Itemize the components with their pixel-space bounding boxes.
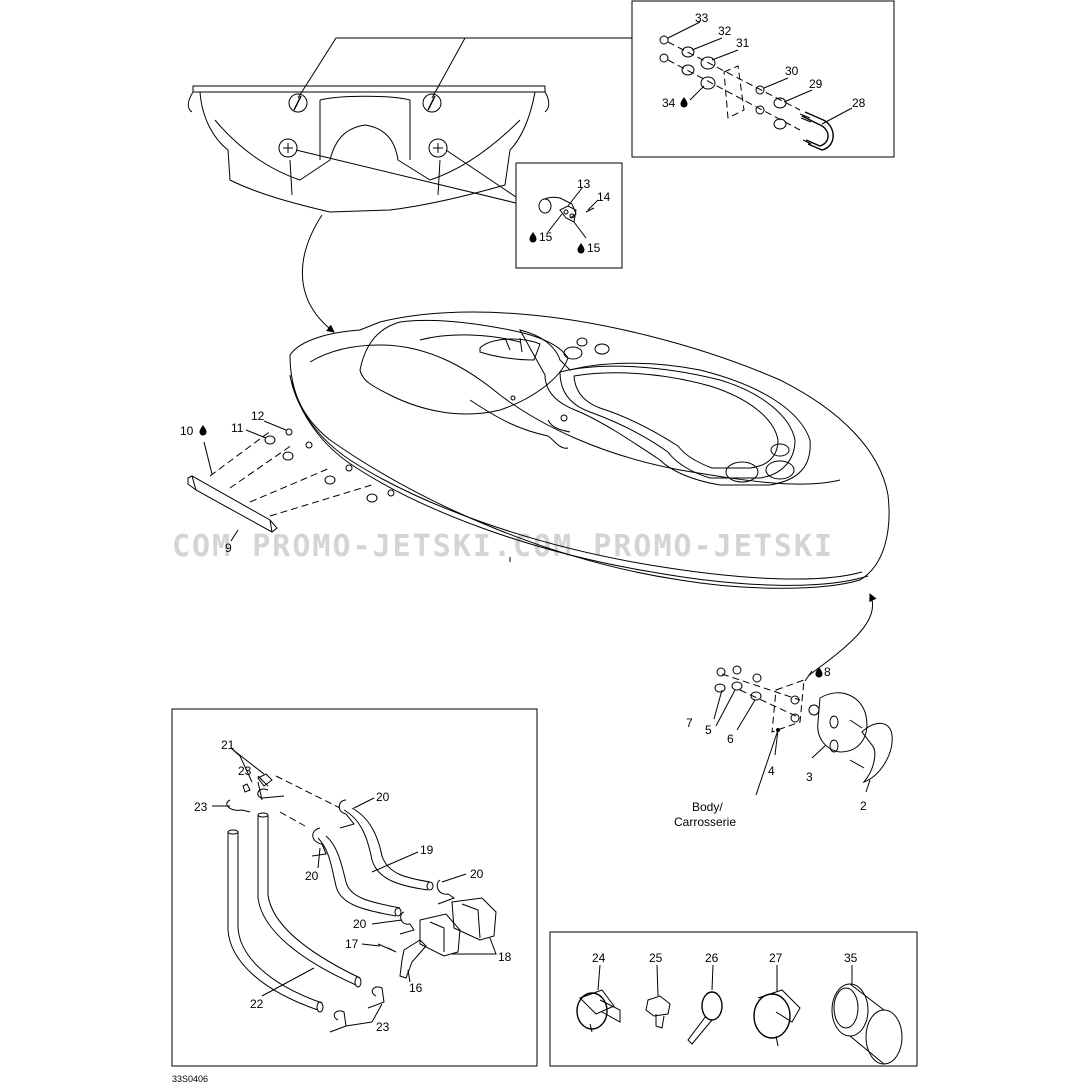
body-label-line2: Carrosserie	[674, 815, 736, 829]
callout-25: 25	[649, 951, 663, 965]
hose-inset: 21 23 23 20 19 20 20 20 17 18 16 22 23	[171, 708, 538, 1067]
assembly-arrow-tray	[301, 214, 335, 333]
cleat-mount: 8 7 5 6 4 3 2 Body/ Carrosserie	[674, 665, 893, 829]
callout-9: 9	[225, 541, 232, 555]
callout-10: 10	[180, 424, 194, 438]
callout-35: 35	[844, 951, 858, 965]
callout-32: 32	[718, 24, 732, 38]
ubolt-inset: 33 32 31 30 29 28 34	[631, 0, 895, 158]
watermark-text: COM PROMO-JETSKI.COM PROMO-JETSKI	[172, 529, 834, 564]
diagram-code: 33S0406	[172, 1074, 208, 1084]
callout-6: 6	[727, 732, 734, 746]
body-label-line1: Body/	[692, 800, 723, 814]
callout-17: 17	[345, 937, 359, 951]
callout-23c: 23	[376, 1020, 390, 1034]
hull-illustration	[289, 311, 890, 589]
callout-20c: 20	[470, 867, 484, 881]
sealant-drop-icon	[815, 667, 823, 678]
callout-28: 28	[852, 96, 866, 110]
callout-33: 33	[695, 11, 709, 25]
assembly-arrow-mount	[807, 593, 877, 677]
rail-assembly: 10 11 12 9	[180, 409, 395, 555]
callout-16: 16	[409, 981, 423, 995]
callout-20b: 20	[305, 869, 319, 883]
callout-4: 4	[768, 764, 775, 778]
callout-22: 22	[250, 997, 264, 1011]
callout-15b: 15	[587, 241, 601, 255]
sealant-drop-icon	[529, 232, 537, 243]
callout-2: 2	[860, 799, 867, 813]
callout-12: 12	[251, 409, 265, 423]
callout-15a: 15	[539, 230, 553, 244]
callout-20a: 20	[376, 790, 390, 804]
callout-24: 24	[592, 951, 606, 965]
callout-27: 27	[769, 951, 783, 965]
callout-5: 5	[705, 723, 712, 737]
callout-8: 8	[824, 665, 831, 679]
callout-14: 14	[597, 190, 611, 204]
callout-26: 26	[705, 951, 719, 965]
callout-31: 31	[736, 36, 750, 50]
callout-29: 29	[809, 77, 823, 91]
clamps-inset: 24 25 26 27 35	[549, 931, 918, 1067]
callout-30: 30	[785, 64, 799, 78]
callout-20d: 20	[353, 917, 367, 931]
sealant-drop-icon	[199, 425, 207, 436]
callout-7: 7	[686, 716, 693, 730]
callout-19: 19	[420, 843, 434, 857]
callout-18: 18	[498, 950, 512, 964]
callout-34: 34	[662, 96, 676, 110]
clip-inset: 13 14 15 15	[515, 162, 623, 269]
callout-13: 13	[577, 177, 591, 191]
callout-21: 21	[221, 738, 235, 752]
sealant-drop-icon	[577, 243, 585, 254]
sealant-drop-icon	[680, 97, 688, 108]
callout-11: 11	[231, 421, 244, 435]
callout-23b: 23	[194, 800, 208, 814]
callout-23a: 23	[238, 764, 252, 778]
callout-3: 3	[806, 770, 813, 784]
rear-tray-view	[187, 37, 632, 213]
